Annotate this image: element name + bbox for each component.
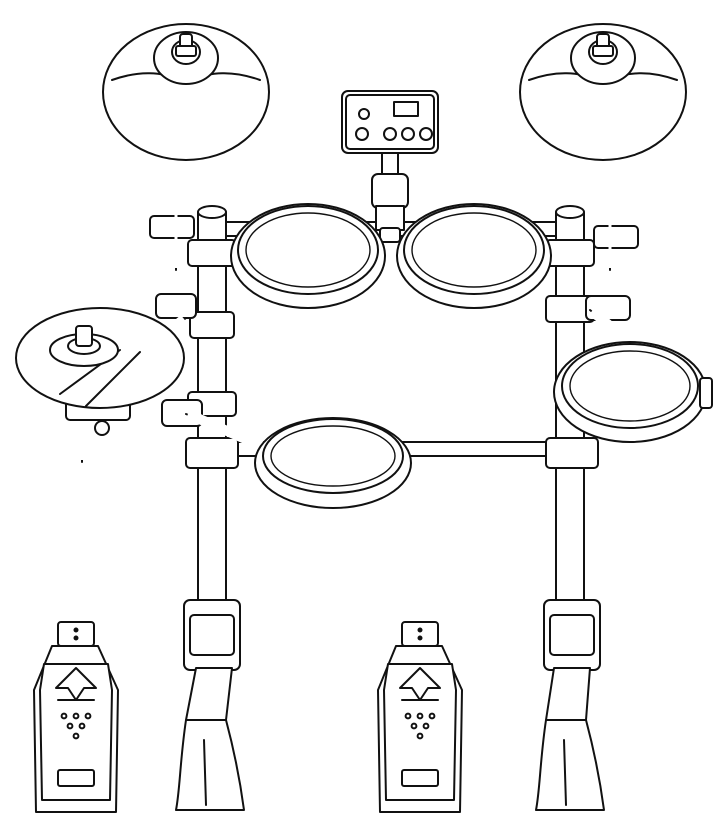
left-cymbal-clamp xyxy=(149,215,195,239)
module-button xyxy=(419,127,433,141)
crash-cymbal xyxy=(102,23,270,161)
hihat-controller-pedal xyxy=(33,621,119,813)
module-display xyxy=(393,101,419,117)
module-knob xyxy=(358,108,370,120)
module-button xyxy=(383,127,397,141)
left-post xyxy=(175,205,245,811)
right-cymbal-clamp xyxy=(593,225,639,249)
drum-module xyxy=(341,90,439,243)
hihat-cymbal xyxy=(15,307,185,436)
pedal-holes xyxy=(404,712,436,740)
kick-pedal xyxy=(377,621,463,813)
pedal-logo-icon xyxy=(399,667,441,701)
module-button xyxy=(355,127,369,141)
module-button xyxy=(401,127,415,141)
snare-pad xyxy=(254,417,412,509)
tom-pad-2 xyxy=(396,203,552,309)
floor-tom-pad xyxy=(553,341,713,443)
pedal-logo-icon xyxy=(55,667,97,701)
pedal-holes xyxy=(60,712,92,740)
rack-frame xyxy=(149,205,639,811)
tom-pad-1 xyxy=(230,203,386,309)
left-hihat-clamp xyxy=(155,293,197,319)
ride-cymbal xyxy=(519,23,687,161)
